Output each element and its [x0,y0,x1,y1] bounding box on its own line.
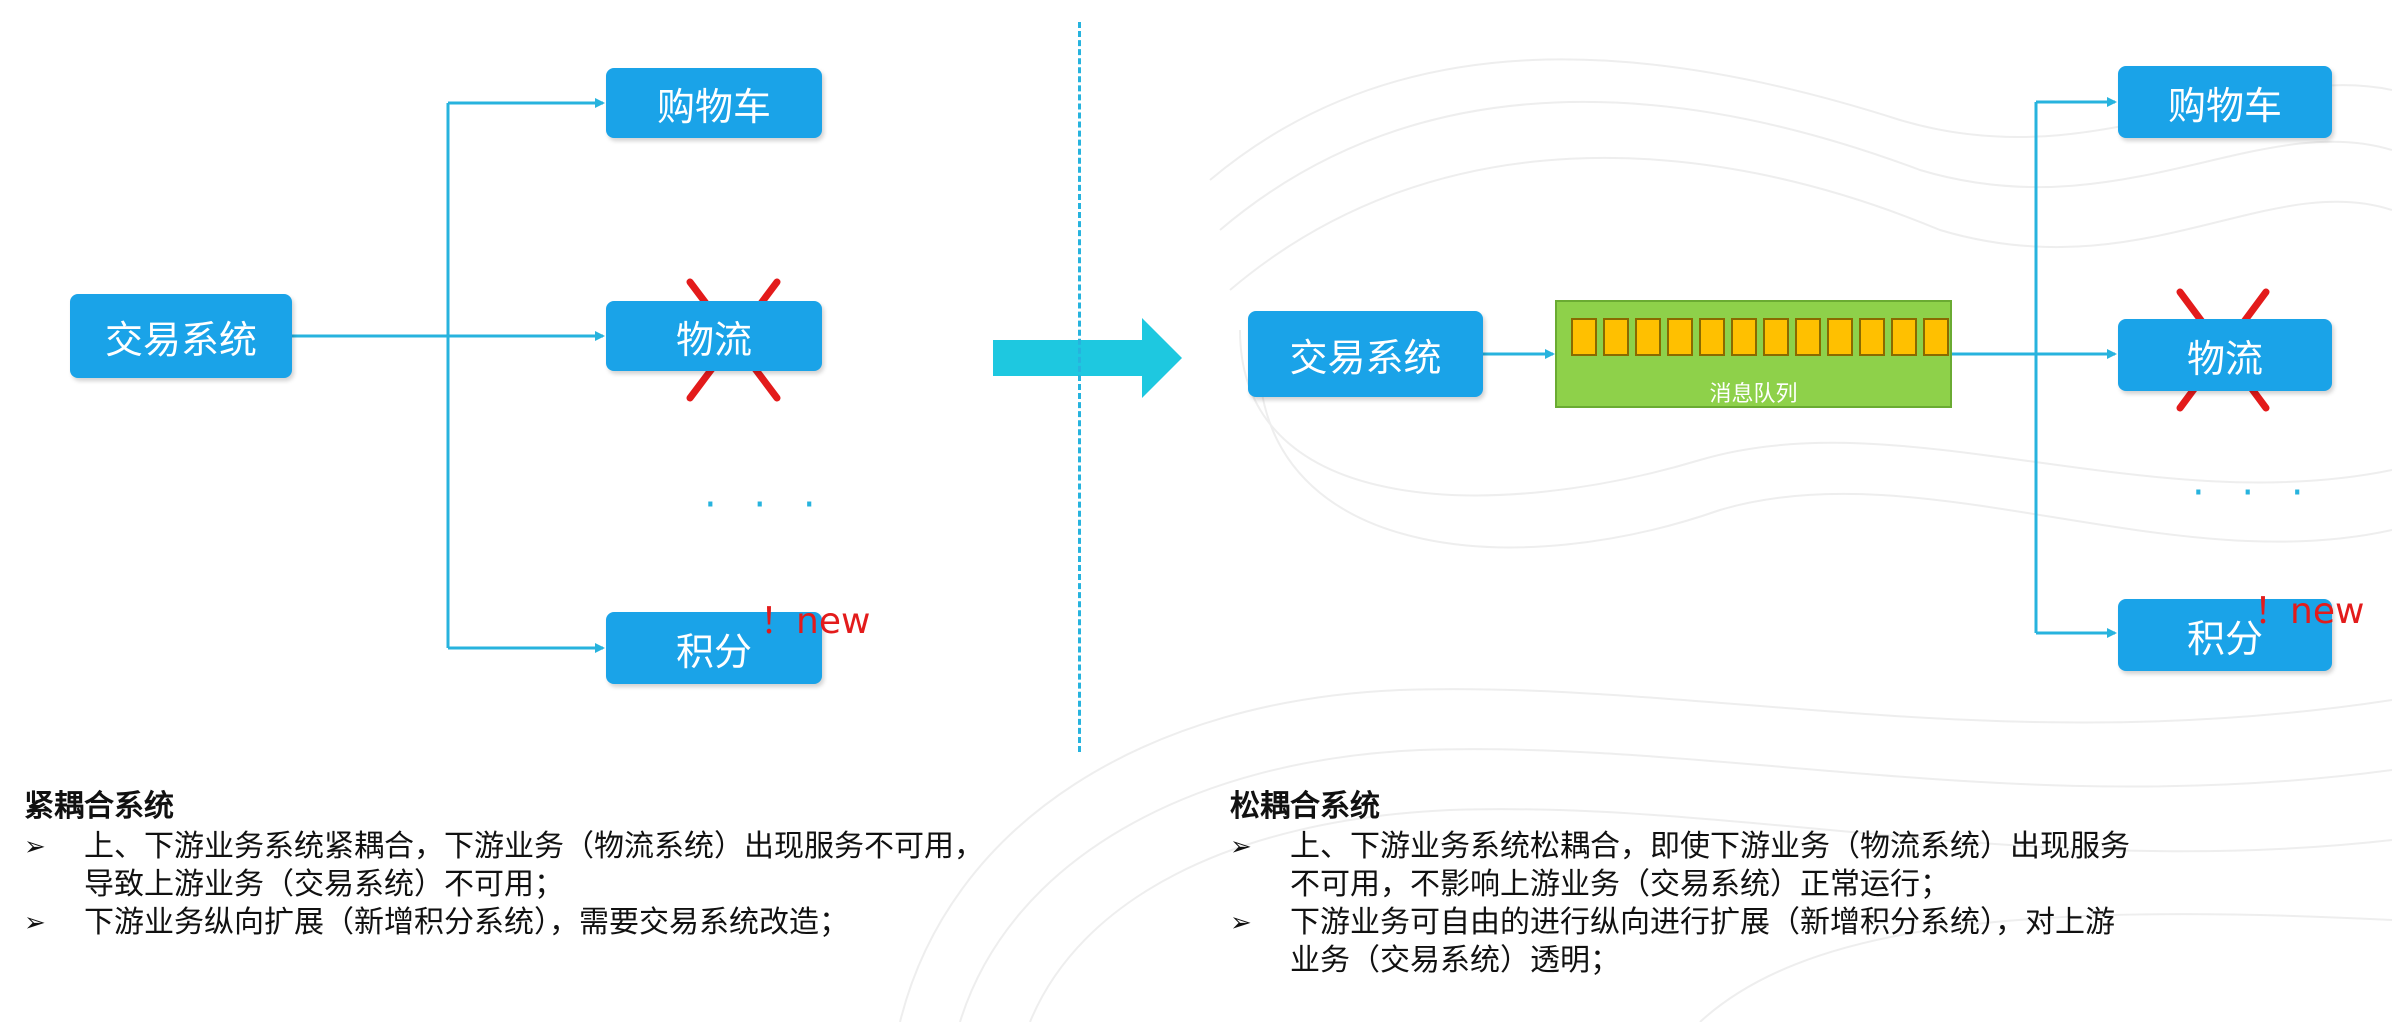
queue-cell [1891,318,1917,356]
node-label: 物流 [675,317,752,362]
bullet-icon: ➢ [1230,908,1252,938]
list-item-text: 上、下游业务系统松耦合，即使下游业务（物流系统）出现服务 [1290,829,2130,864]
left-cart-node: 购物车 [606,68,822,138]
list-item-text: 不可用，不影响上游业务（交易系统）正常运行； [1290,867,1950,902]
node-label: 交易系统 [1289,335,1442,380]
queue-cell [1795,318,1821,356]
right-logistics-node: 物流 [2118,319,2332,391]
tight-coupling-heading: 紧耦合系统 [24,789,174,824]
loose-coupling-description: 松耦合系统 ➢ 上、下游业务系统松耦合，即使下游业务（物流系统）出现服务 不可用… [1230,788,2230,980]
queue-cell [1763,318,1789,356]
node-label: 交易系统 [104,317,257,362]
queue-cell [1827,318,1853,356]
right-new-tag: ！new [2254,591,2365,632]
bullet-icon: ➢ [24,832,46,862]
node-label: 积分 [2186,616,2263,661]
left-points-node: 积分 [606,612,822,684]
right-points-node: 积分 [2118,599,2332,671]
list-item: ➢ 下游业务纵向扩展（新增积分系统），需要交易系统改造； [24,904,1084,942]
right-more-services-ellipsis: · · · [2192,470,2316,516]
list-item-text: 导致上游业务（交易系统）不可用； [84,867,564,902]
right-trade-system-node: 交易系统 [1248,311,1483,397]
node-label: 购物车 [2167,83,2282,128]
left-trade-system-node: 交易系统 [70,294,292,378]
queue-cell [1731,318,1757,356]
list-item-text: 业务（交易系统）透明； [1290,943,1620,978]
list-item: ➢ 上、下游业务系统紧耦合，下游业务（物流系统）出现服务不可用， 导致上游业务（… [24,828,1084,904]
bullet-icon: ➢ [24,908,46,938]
left-logistics-node: 物流 [606,301,822,371]
queue-cell [1859,318,1885,356]
tight-coupling-description: 紧耦合系统 ➢ 上、下游业务系统紧耦合，下游业务（物流系统）出现服务不可用， 导… [24,788,1084,942]
list-item-text: 下游业务可自由的进行纵向进行扩展（新增积分系统），对上游 [1290,905,2115,940]
list-item: ➢ 下游业务可自由的进行纵向进行扩展（新增积分系统），对上游 业务（交易系统）透… [1230,904,2230,980]
right-cart-node: 购物车 [2118,66,2332,138]
queue-cells [1571,318,1949,356]
node-label: 积分 [675,629,752,674]
queue-cell [1923,318,1949,356]
queue-cell [1635,318,1661,356]
queue-cell [1699,318,1725,356]
list-item-text: 下游业务纵向扩展（新增积分系统），需要交易系统改造； [84,905,849,940]
section-divider [1078,22,1081,752]
bullet-icon: ➢ [1230,832,1252,862]
queue-cell [1667,318,1693,356]
loose-coupling-heading: 松耦合系统 [1230,789,1380,824]
list-item-text: 上、下游业务系统紧耦合，下游业务（物流系统）出现服务不可用， [84,829,984,864]
message-queue: 消息队列 [1555,300,1952,408]
node-label: 物流 [2186,336,2263,381]
queue-cell [1603,318,1629,356]
left-more-services-ellipsis: · · · [704,482,828,528]
left-new-tag: ！new [760,601,871,642]
queue-label: 消息队列 [1709,382,1798,407]
list-item: ➢ 上、下游业务系统松耦合，即使下游业务（物流系统）出现服务 不可用，不影响上游… [1230,828,2230,904]
node-label: 购物车 [656,84,771,129]
queue-cell [1571,318,1597,356]
